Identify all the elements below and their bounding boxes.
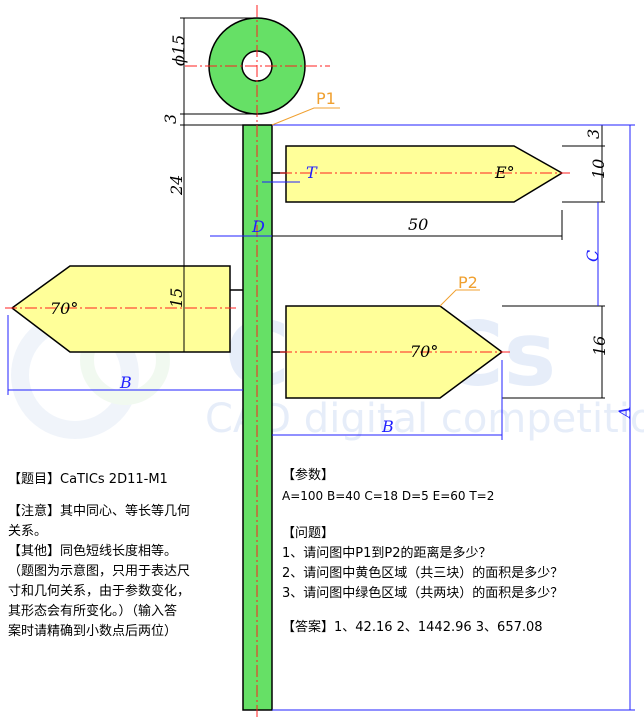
question-1: 1、请问图中P1到P2的距离是多少？ (282, 546, 492, 561)
dim-T: T (306, 163, 318, 182)
dim-50: 50 (408, 215, 428, 234)
note-line-1: 【注意】其中同心、等长等几何 (8, 504, 191, 519)
questions-header: 【问题】 (282, 526, 335, 541)
dim-24: 24 (167, 175, 186, 196)
dim-A: A (615, 406, 634, 420)
left-text-block: 【题目】CaTICs 2D11-M1 【注意】其中同心、等长等几何 关系。 【其… (8, 470, 238, 642)
label-P2: P2 (458, 273, 478, 292)
dim-16: 16 (590, 336, 609, 356)
yellow-arrow-bottom (285, 305, 504, 399)
params-header: 【参数】 (282, 468, 335, 483)
note-line-2: 关系。 (8, 524, 48, 539)
dim-E: E° (494, 163, 515, 182)
dim-C: C (583, 250, 602, 262)
params-values: A=100 B=40 C=18 D=5 E=60 T=2 (282, 489, 495, 503)
dim-B1: B (119, 373, 132, 392)
angle-left: 70° (50, 299, 78, 318)
dim-10: 10 (589, 159, 608, 179)
yellow-arrow-top (285, 145, 564, 203)
other-line-2: （题图为示意图，只用于表达尺 (8, 564, 191, 579)
dim-phi15: ϕ15 (169, 35, 188, 66)
blue-dimensions (7, 124, 635, 711)
angle-right: 70° (410, 342, 438, 361)
dim-15: 15 (167, 288, 186, 308)
dimension-labels: ϕ15 3 24 15 3 10 50 16 70° 70° E° (50, 35, 609, 361)
question-2: 2、请问图中黄色区域（共三块）的面积是多少？ (282, 566, 564, 581)
dim-3a: 3 (161, 114, 180, 124)
dim-B2: B (381, 417, 394, 436)
parameter-labels: T D C A B B (119, 163, 634, 436)
watermark-tagline: CAD digital competition (205, 396, 644, 442)
question-3: 3、请问图中绿色区域（共两块）的面积是多少？ (282, 586, 564, 601)
right-text-block: 【参数】 A=100 B=40 C=18 D=5 E=60 T=2 【问题】 1… (282, 466, 637, 638)
answers-text: 【答案】1、42.16 2、1442.96 3、657.08 (282, 620, 543, 635)
other-line-5: 案时请精确到小数点后两位） (8, 624, 178, 639)
title-text: 【题目】CaTICs 2D11-M1 (8, 472, 168, 487)
label-P1: P1 (316, 89, 336, 108)
leaders (271, 107, 480, 307)
point-labels: P1 P2 (316, 89, 478, 292)
other-line-4: 其形态会有所变化。）（输入答 (8, 604, 178, 619)
yellow-arrow-left (10, 265, 231, 353)
other-line-3: 寸和几何关系，由于参数变化， (8, 584, 191, 599)
dim-D: D (251, 217, 265, 236)
center-lines (5, 5, 570, 718)
other-line-1: 【其他】同色短线长度相等。 (8, 544, 178, 559)
dim-3b: 3 (584, 129, 603, 139)
